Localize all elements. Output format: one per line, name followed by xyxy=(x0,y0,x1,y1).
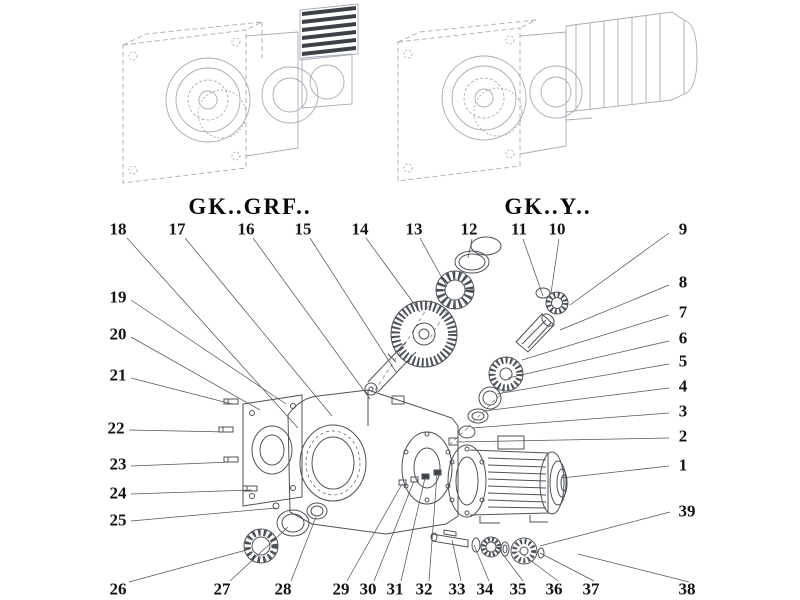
cooling-fins-block xyxy=(302,6,356,56)
callout-21: 21 xyxy=(109,365,127,385)
callout-36: 36 xyxy=(545,579,563,599)
callout-30: 30 xyxy=(359,579,377,599)
callout-34: 34 xyxy=(476,579,494,599)
input-shaft-assembly xyxy=(458,287,569,439)
callout-26: 26 xyxy=(109,579,127,599)
callout-38: 38 xyxy=(678,579,696,599)
callout-7: 7 xyxy=(678,302,688,322)
motor-assembled xyxy=(565,11,698,121)
flange-plate xyxy=(242,394,303,510)
callout-27: 27 xyxy=(213,579,231,599)
callout-9: 9 xyxy=(678,219,688,239)
callout-16: 16 xyxy=(237,219,255,239)
callout-5: 5 xyxy=(678,351,688,371)
gearbox-housing xyxy=(287,389,459,535)
callout-8: 8 xyxy=(678,272,688,292)
motor xyxy=(447,435,568,524)
callout-10: 10 xyxy=(548,219,566,239)
callout-11: 11 xyxy=(510,219,528,239)
output-shaft-assembly xyxy=(430,529,545,565)
variant-title-gk-grf: GK..GRF.. xyxy=(188,194,312,219)
main-gear-assembly xyxy=(364,236,502,396)
callout-25: 25 xyxy=(109,510,127,530)
callout-17: 17 xyxy=(168,219,186,239)
callout-19: 19 xyxy=(109,287,127,307)
callout-28: 28 xyxy=(274,579,292,599)
callout-12: 12 xyxy=(460,219,478,239)
callout-35: 35 xyxy=(509,579,527,599)
callout-4: 4 xyxy=(678,376,688,396)
callout-13: 13 xyxy=(405,219,423,239)
callout-31: 31 xyxy=(386,579,404,599)
callout-33: 33 xyxy=(448,579,466,599)
callout-1: 1 xyxy=(678,455,688,475)
callout-23: 23 xyxy=(109,454,127,474)
assembled-view-gk-grf xyxy=(122,3,359,184)
assembled-view-gk-y xyxy=(397,11,698,182)
callout-3: 3 xyxy=(678,401,688,421)
callout-22: 22 xyxy=(107,418,125,438)
callout-15: 15 xyxy=(294,219,312,239)
variant-title-gk-y: GK..Y.. xyxy=(504,194,592,219)
callout-29: 29 xyxy=(332,579,350,599)
callout-20: 20 xyxy=(109,324,127,344)
callout-32: 32 xyxy=(415,579,433,599)
callout-6: 6 xyxy=(678,328,688,348)
seal-rings xyxy=(243,502,328,564)
callout-18: 18 xyxy=(109,219,127,239)
callout-37: 37 xyxy=(582,579,600,599)
callout-39: 39 xyxy=(678,501,696,521)
leader-lines xyxy=(126,232,690,583)
callout-14: 14 xyxy=(351,219,369,239)
fastener-bolts xyxy=(398,437,459,486)
callout-24: 24 xyxy=(109,483,127,503)
callout-2: 2 xyxy=(678,426,688,446)
fastener-studs xyxy=(218,398,258,492)
